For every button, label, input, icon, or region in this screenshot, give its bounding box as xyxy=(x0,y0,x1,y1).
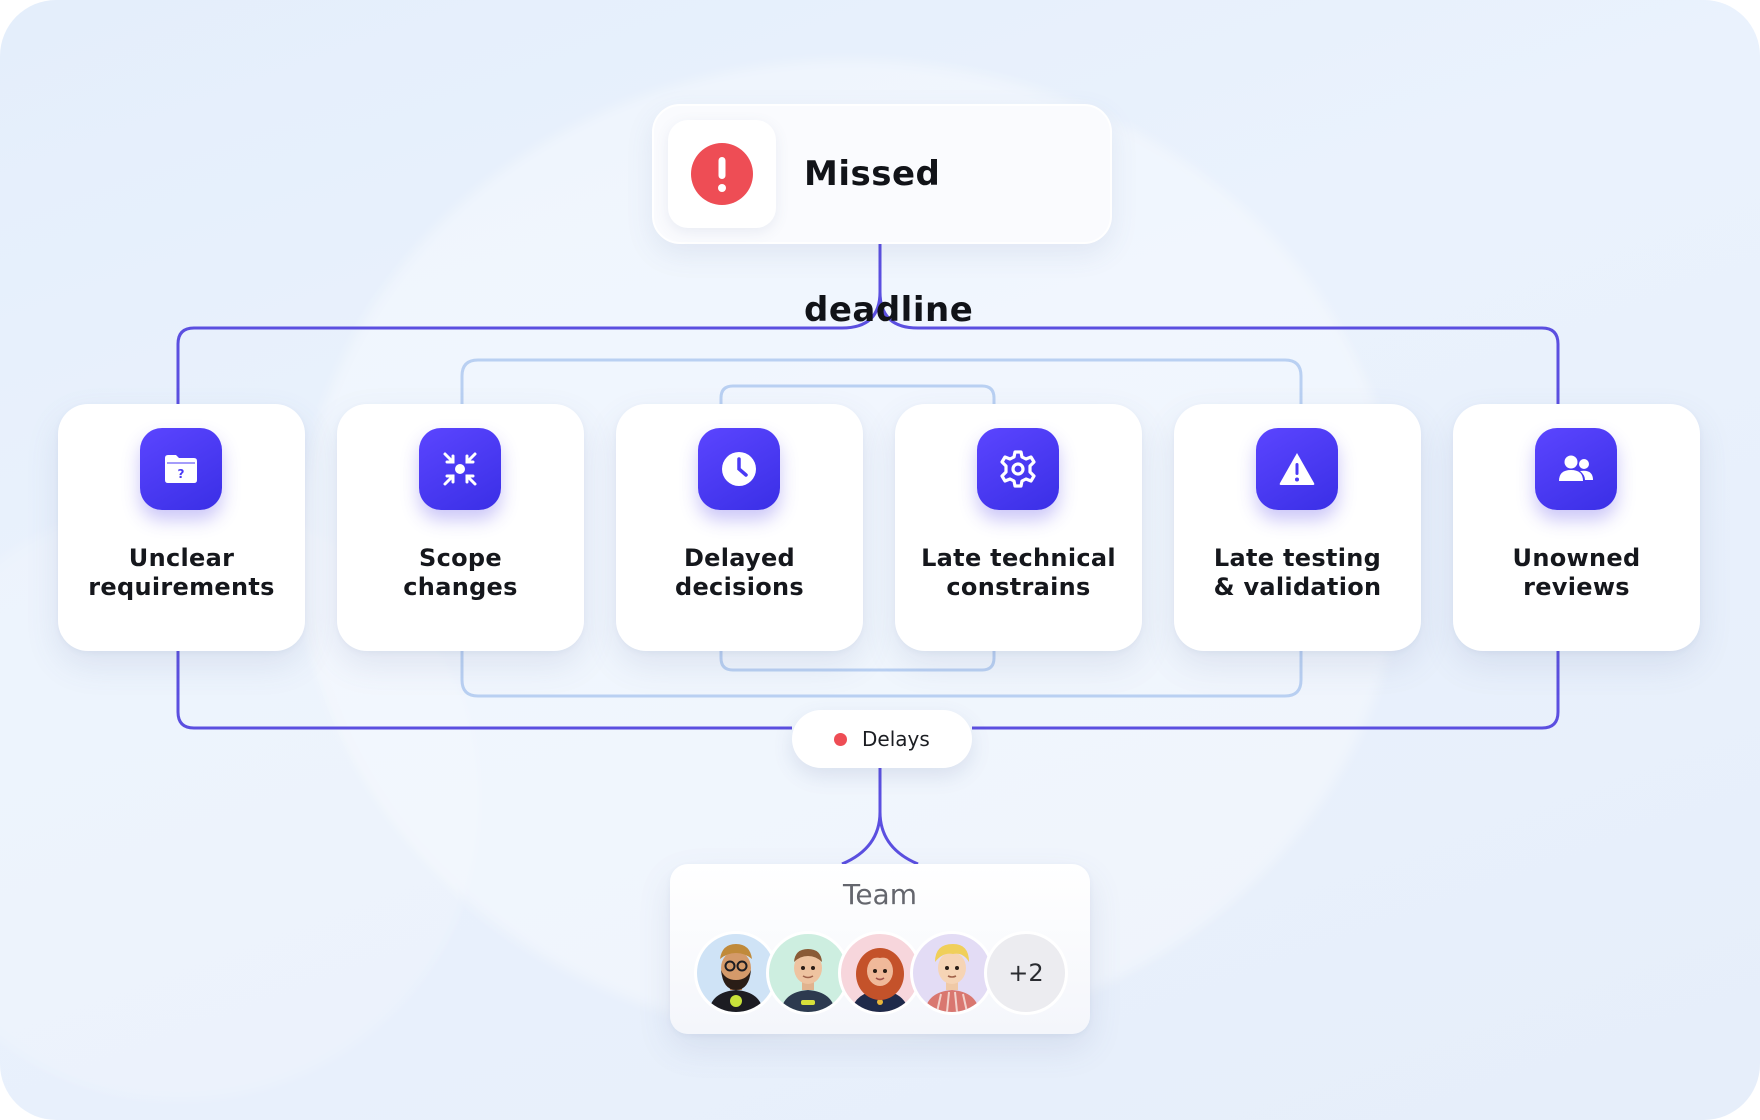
avatar[interactable] xyxy=(910,931,994,1015)
cause-card-scope-changes: Scope changes xyxy=(337,404,584,651)
users-icon xyxy=(1535,428,1617,510)
avatar[interactable] xyxy=(694,931,778,1015)
warning-icon xyxy=(1256,428,1338,510)
cause-card-late-technical-constrains: Late technical constrains xyxy=(895,404,1142,651)
clock-icon xyxy=(698,428,780,510)
collapse-arrows-icon xyxy=(419,428,501,510)
cause-label: Scope changes xyxy=(403,544,518,601)
gear-icon xyxy=(977,428,1059,510)
delays-badge: Delays xyxy=(792,710,972,768)
root-node-missed-deadline: Missed deadline xyxy=(652,104,1112,330)
cause-label: Late testing & validation xyxy=(1213,544,1382,601)
alert-icon xyxy=(691,143,753,205)
team-card: Team xyxy=(670,864,1090,1034)
more-members-count: +2 xyxy=(1008,959,1044,987)
root-title: Missed deadline xyxy=(804,154,974,330)
folder-question-icon: ? xyxy=(140,428,222,510)
delays-label: Delays xyxy=(862,727,930,751)
cause-card-unowned-reviews: Unowned reviews xyxy=(1453,404,1700,651)
cause-label: Unowned reviews xyxy=(1512,544,1641,601)
team-title: Team xyxy=(842,878,917,911)
cause-label: Unclear requirements xyxy=(88,544,275,601)
status-dot xyxy=(834,733,847,746)
cause-label: Late technical constrains xyxy=(921,544,1116,601)
avatar[interactable] xyxy=(766,931,850,1015)
cause-card-delayed-decisions: Delayed decisions xyxy=(616,404,863,651)
cause-card-unclear-requirements: ? Unclear requirements xyxy=(58,404,305,651)
root-icon-box xyxy=(668,120,776,228)
svg-text:?: ? xyxy=(178,467,185,481)
cause-card-late-testing-validation: Late testing & validation xyxy=(1174,404,1421,651)
more-members-badge[interactable]: +2 xyxy=(984,931,1068,1015)
cause-label: Delayed decisions xyxy=(675,544,804,601)
